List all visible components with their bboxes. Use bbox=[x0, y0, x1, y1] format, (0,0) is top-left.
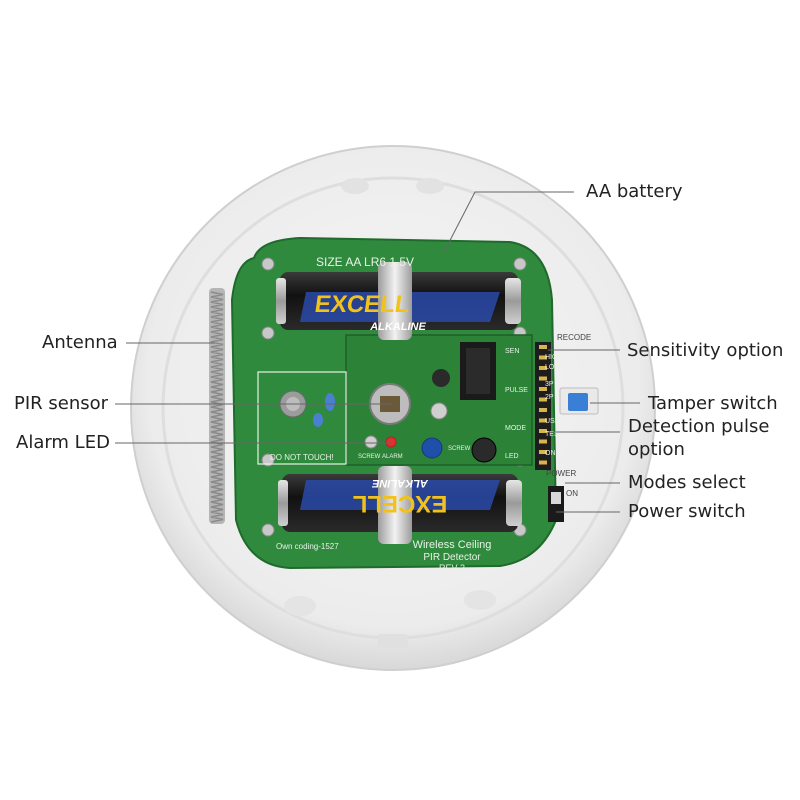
jumper-pins bbox=[539, 345, 547, 465]
jumper-pin bbox=[539, 418, 547, 423]
label-pir-sensor: PIR sensor bbox=[14, 393, 109, 414]
label-antenna: Antenna bbox=[42, 332, 118, 353]
label-detection-pulse-line1: Detection pulse bbox=[628, 416, 770, 437]
jumper-header bbox=[535, 342, 551, 470]
jumper-pin bbox=[539, 450, 547, 454]
recode-text: RECODE bbox=[557, 333, 591, 342]
battery-brand-bottom: EXCELL bbox=[353, 490, 448, 517]
jumper-pin bbox=[539, 408, 547, 412]
battery-top: EXCELL ALKALINE bbox=[276, 262, 521, 340]
jumper-label-test: TEST bbox=[545, 431, 564, 438]
jumper-pin bbox=[539, 366, 547, 370]
power-text: POWER bbox=[546, 469, 576, 478]
leader-aa-battery bbox=[443, 191, 574, 253]
label-detection-pulse-line2: option bbox=[628, 439, 685, 460]
tamper-switch bbox=[559, 387, 599, 415]
jumper-pin bbox=[539, 345, 547, 349]
battery-bottom: EXCELL ALKALINE bbox=[278, 466, 522, 544]
jumper-pin bbox=[539, 376, 547, 381]
label-sensitivity-option: Sensitivity option bbox=[627, 340, 784, 361]
screw-right-text: SCREW bbox=[448, 446, 471, 452]
pcb-silkscreen: SIZE AA LR6 1.5V DO NOT TOUCH! SCREW ALA… bbox=[270, 255, 591, 573]
jumper-pin bbox=[539, 439, 547, 444]
screw-left-text: SCREW bbox=[358, 454, 381, 460]
jumper-pin bbox=[539, 429, 547, 433]
jumper-label-3p: 3P bbox=[545, 381, 554, 388]
leader-lines bbox=[115, 191, 640, 513]
do-not-touch-text: DO NOT TOUCH! bbox=[270, 453, 334, 462]
revision-text: REV-2 bbox=[439, 563, 465, 573]
power-switch bbox=[548, 486, 564, 522]
jumper-pin bbox=[539, 355, 547, 360]
jumper-label-use: USE bbox=[545, 418, 560, 425]
battery-type-top: ALKALINE bbox=[369, 321, 426, 333]
on-text: ON bbox=[566, 489, 578, 498]
jumper-label-led: LED bbox=[505, 453, 519, 460]
jumper-label-mode: MODE bbox=[505, 425, 526, 432]
battery-spec-text: SIZE AA LR6 1.5V bbox=[316, 255, 414, 269]
own-coding-text: Own coding-1527 bbox=[276, 542, 339, 551]
jumper-label-high: HIGH bbox=[545, 354, 563, 361]
jumper-label-sen: SEN bbox=[505, 348, 519, 355]
jumper-pin bbox=[539, 397, 547, 402]
label-power-switch: Power switch bbox=[628, 501, 746, 522]
product-line1-text: Wireless Ceiling bbox=[413, 539, 492, 551]
battery-type-bottom: ALKALINE bbox=[372, 477, 429, 489]
label-aa-battery: AA battery bbox=[586, 181, 683, 202]
jumper-label-pulse: PULSE bbox=[505, 387, 528, 394]
label-modes-select: Modes select bbox=[628, 472, 746, 493]
alarm-text: ALARM bbox=[382, 454, 403, 460]
jumper-labels: SEN HIGH LOW PULSE 3P 2P MODE USE TEST LED ON bbox=[505, 348, 564, 460]
battery-brand-top: EXCELL bbox=[313, 291, 411, 318]
product-line2-text: PIR Detector bbox=[423, 552, 481, 563]
jumper-pin bbox=[539, 460, 547, 465]
antenna-coil bbox=[209, 288, 225, 524]
label-tamper-switch: Tamper switch bbox=[648, 393, 778, 414]
jumper-pin bbox=[539, 387, 547, 391]
jumper-label-2p: 2P bbox=[545, 394, 554, 401]
jumper-label-on: ON bbox=[545, 450, 556, 457]
label-alarm-led: Alarm LED bbox=[16, 432, 110, 453]
jumper-label-low: LOW bbox=[545, 364, 561, 371]
